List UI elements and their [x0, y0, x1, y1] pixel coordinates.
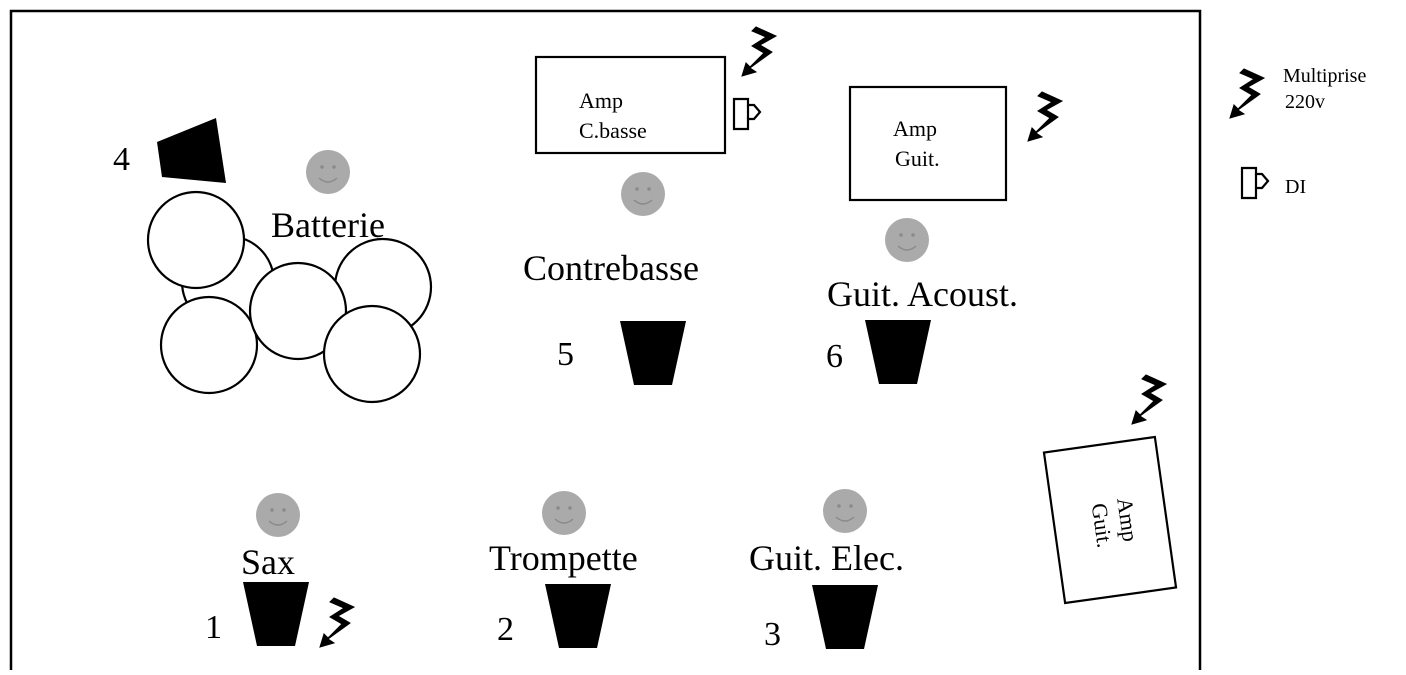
bassist-face [620, 171, 666, 217]
drum-kick [248, 261, 348, 361]
monitor-5-number: 5 [557, 336, 574, 373]
monitor-6-wedge [865, 320, 931, 384]
legend-power-label-2: 220v [1285, 91, 1325, 113]
monitor-4-wedge [157, 118, 226, 183]
drums-label: Batterie [271, 205, 385, 245]
electric-amp-label-2: Guit. [1087, 502, 1118, 550]
monitor-2-wedge [545, 584, 611, 648]
monitor-3-wedge [812, 585, 878, 649]
drummer-face [305, 149, 351, 195]
electric-guitarist-face [822, 488, 868, 534]
legend-di-icon [1240, 166, 1270, 200]
trumpet-face [541, 490, 587, 536]
acoustic-power-icon [1027, 91, 1063, 142]
monitor-1-number: 1 [205, 609, 222, 646]
monitor-1-wedge [243, 582, 309, 646]
legend-di-label: DI [1285, 176, 1306, 198]
acoustic-guitar-amp [848, 85, 1008, 202]
acoustic-amp-label-1: Amp [893, 116, 937, 141]
acoustic-amp-label-2: Guit. [895, 146, 940, 171]
drum-kit [146, 190, 433, 404]
sax-power-icon [319, 597, 355, 648]
bass-label: Contrebasse [523, 248, 699, 288]
bass-power-icon [741, 26, 777, 77]
bass-amp-label-2: C.basse [579, 118, 647, 143]
electric-guitar-amp: Amp Guit. [1042, 435, 1178, 605]
bass-amp-label-1: Amp [579, 88, 623, 113]
sax-face [255, 492, 301, 538]
legend-power-icon [1229, 68, 1265, 119]
electric-amp-box [1042, 435, 1178, 605]
drum-floor-tom [322, 304, 422, 404]
electric-amp-label-1: Amp [1112, 496, 1143, 543]
electric-guitar-label: Guit. Elec. [749, 538, 904, 578]
acoustic-guitarist-face [884, 217, 930, 263]
acoustic-guitar-label: Guit. Acoust. [827, 274, 1018, 314]
stage-border [9, 9, 1202, 675]
drum-hihat [146, 190, 246, 290]
trumpet-label: Trompette [489, 538, 638, 578]
monitor-2-number: 2 [497, 611, 514, 648]
sax-label: Sax [241, 542, 295, 582]
drum-snare [159, 295, 259, 395]
electric-power-icon [1131, 374, 1167, 425]
monitor-3-number: 3 [764, 616, 781, 653]
bass-amp [534, 55, 727, 155]
legend-power-label-1: Multiprise [1283, 65, 1366, 87]
monitor-5-wedge [620, 321, 686, 385]
bass-di-icon [732, 97, 762, 131]
monitor-4-number: 4 [113, 141, 130, 178]
monitor-6-number: 6 [826, 338, 843, 375]
